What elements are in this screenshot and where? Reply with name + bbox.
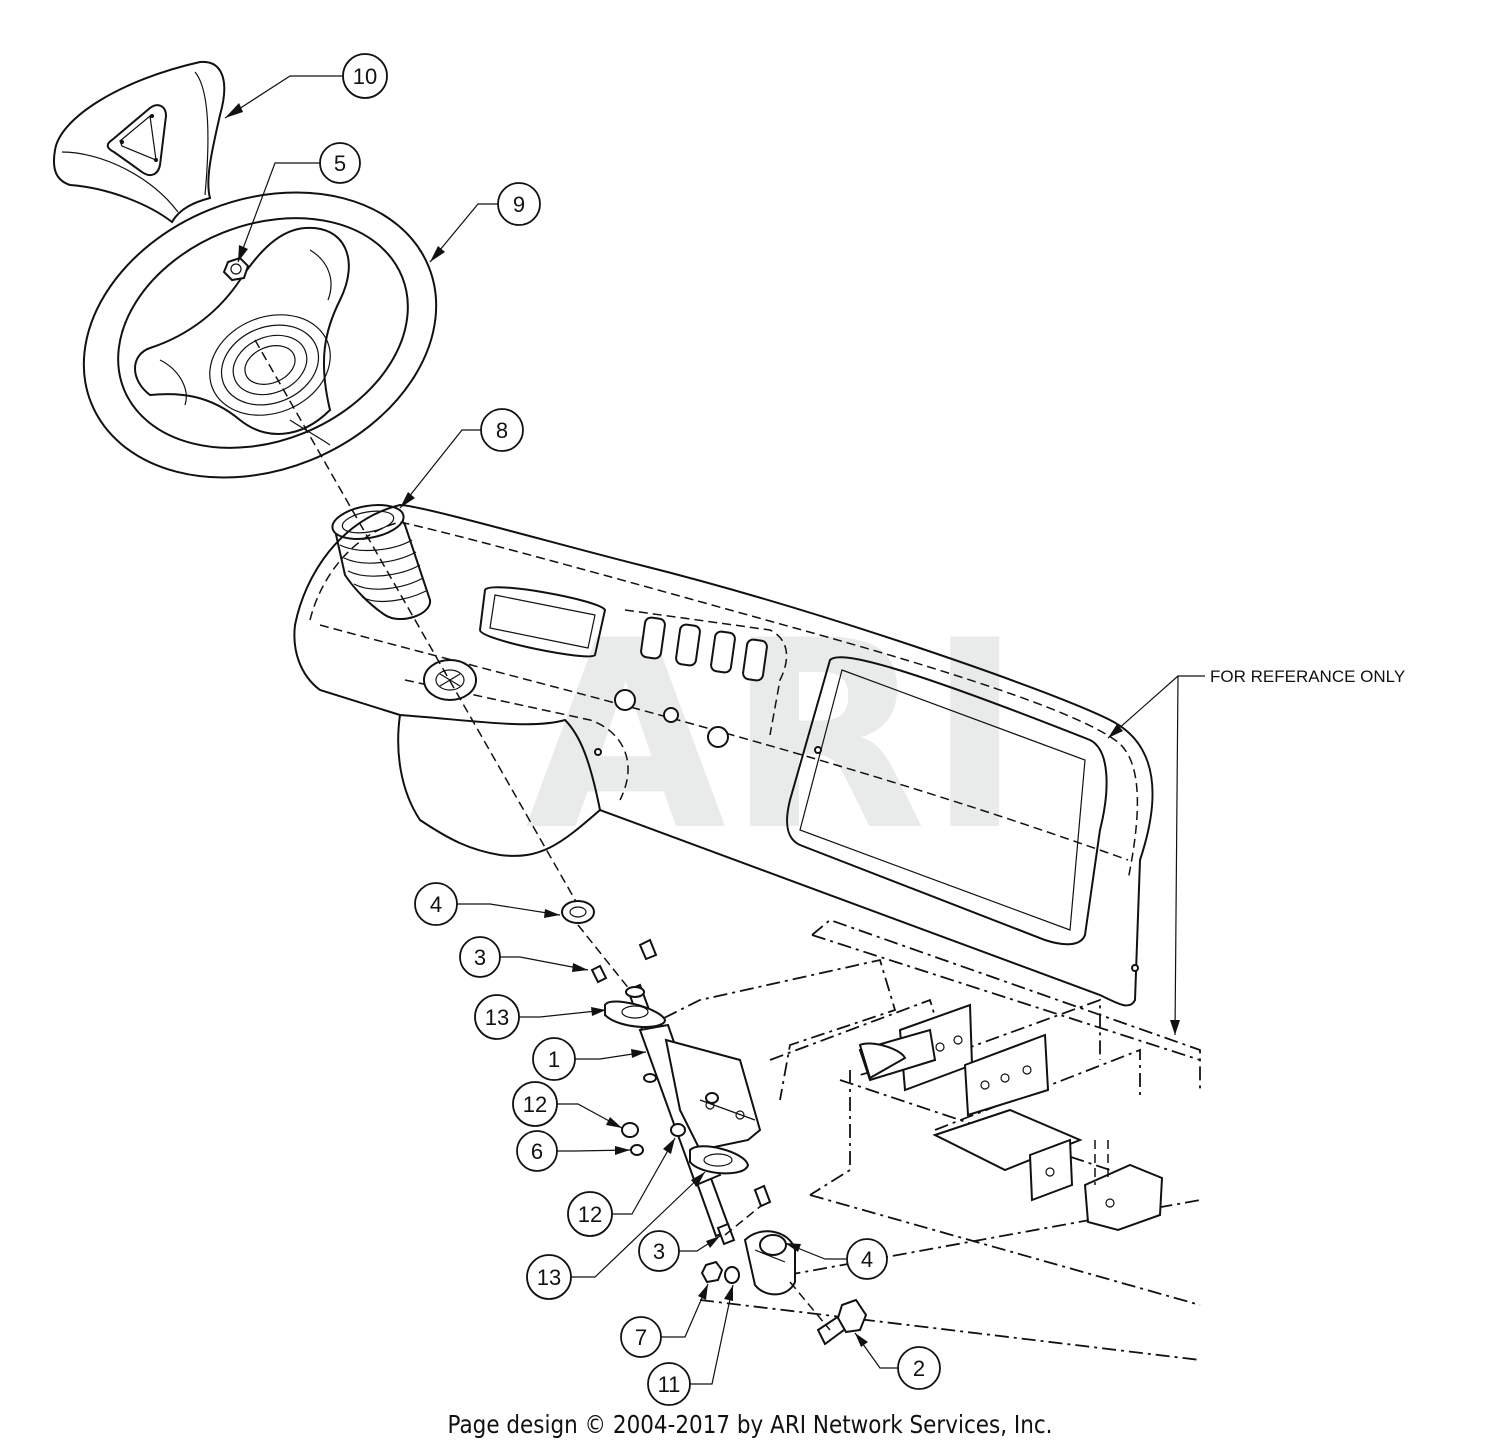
callout-11: 11 — [647, 1362, 691, 1406]
dashboard-panel — [293, 503, 1154, 1007]
callout-12-lower: 12 — [567, 1191, 613, 1237]
callout-13-lower: 13 — [526, 1254, 572, 1300]
callouts: 10 5 9 8 4 3 13 1 12 6 12 13 3 4 7 2 11 — [319, 53, 941, 1406]
callout-3-upper: 3 — [459, 936, 501, 978]
watermark: ARI — [525, 586, 1023, 888]
callout-4-upper: 4 — [414, 882, 458, 926]
reference-note: FOR REFERANCE ONLY — [1210, 667, 1405, 686]
callout-8: 8 — [480, 408, 524, 452]
callout-7: 7 — [620, 1316, 662, 1358]
callout-13-upper: 13 — [474, 994, 520, 1040]
svg-text:6: 6 — [531, 1139, 543, 1164]
callout-1: 1 — [532, 1037, 576, 1081]
svg-text:8: 8 — [496, 418, 508, 443]
svg-text:9: 9 — [513, 192, 525, 217]
svg-text:2: 2 — [913, 1356, 925, 1381]
callout-2: 2 — [897, 1346, 941, 1390]
callout-9: 9 — [497, 182, 541, 226]
steering-boot[interactable] — [330, 500, 431, 620]
svg-text:11: 11 — [658, 1372, 681, 1397]
callout-10: 10 — [342, 53, 388, 99]
svg-text:7: 7 — [635, 1325, 647, 1350]
callout-12-upper: 12 — [512, 1081, 558, 1127]
frame-structure — [639, 918, 1201, 1361]
svg-text:1: 1 — [548, 1047, 560, 1072]
horn-cap[interactable] — [52, 60, 226, 224]
svg-text:13: 13 — [537, 1265, 561, 1290]
steering-wheel[interactable] — [41, 142, 480, 529]
svg-text:10: 10 — [353, 64, 377, 89]
svg-text:4: 4 — [430, 892, 442, 917]
svg-text:5: 5 — [334, 151, 346, 176]
svg-text:3: 3 — [653, 1239, 665, 1264]
callout-5: 5 — [319, 142, 361, 184]
svg-text:3: 3 — [474, 945, 486, 970]
svg-text:12: 12 — [578, 1202, 602, 1227]
leader-lines — [224, 75, 1205, 1385]
callout-6: 6 — [516, 1130, 558, 1172]
callout-3-lower: 3 — [638, 1230, 680, 1272]
callout-4-lower: 4 — [846, 1238, 888, 1280]
svg-text:13: 13 — [485, 1005, 509, 1030]
svg-text:12: 12 — [523, 1092, 547, 1117]
copyright-footer: Page design © 2004-2017 by ARI Network S… — [447, 1410, 1053, 1439]
nut[interactable] — [222, 256, 250, 282]
svg-text:4: 4 — [861, 1247, 873, 1272]
